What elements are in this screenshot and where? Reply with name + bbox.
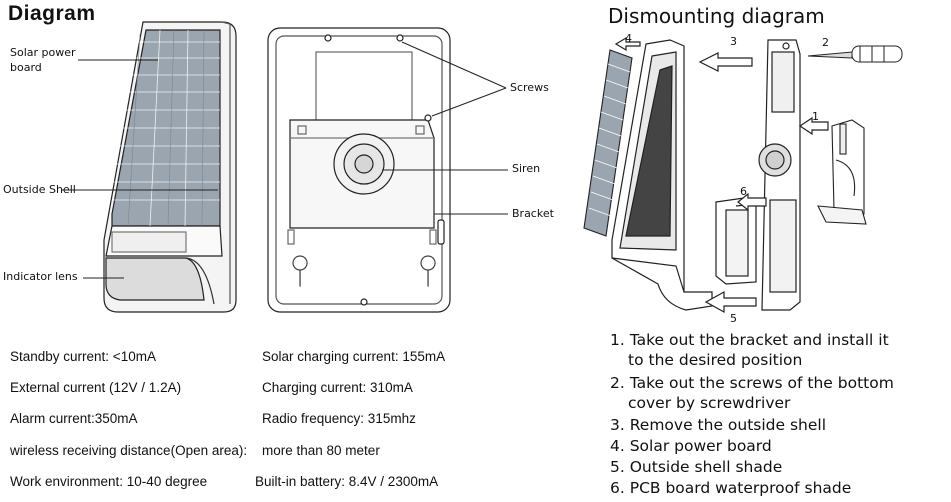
screwdriver: [807, 45, 903, 63]
callout-5: 5: [730, 312, 737, 325]
step-6: 6. PCB board waterproof shade: [610, 479, 852, 497]
label-indicator-lens: Indicator lens: [3, 270, 78, 283]
pcb-shade-part: [715, 197, 757, 285]
arrows: [614, 36, 829, 314]
step-2-line1: 2. Take out the screws of the bottom: [610, 374, 894, 392]
outside-shell-part: [611, 39, 713, 311]
spec-standby-current: Standby current: <10mA: [10, 349, 156, 364]
label-bracket: Bracket: [512, 207, 554, 220]
label-screws: Screws: [510, 81, 549, 94]
step-1-line2: to the desired position: [628, 351, 803, 369]
callout-3: 3: [730, 35, 737, 48]
dismounting-title: Dismounting diagram: [608, 4, 825, 28]
indicator-lens: [105, 257, 205, 301]
label-solar-power-board-line2: board: [10, 61, 42, 74]
label-solar-power-board-line1: Solar power: [10, 46, 76, 59]
bracket-part: [817, 119, 867, 225]
label-outside-shell: Outside Shell: [3, 183, 76, 196]
callout-1: 1: [812, 110, 819, 123]
label-siren: Siren: [512, 162, 541, 175]
spec-solar-charging-current: Solar charging current: 155mA: [262, 349, 446, 364]
spec-radio-frequency: Radio frequency: 315mhz: [262, 411, 416, 426]
spec-receiving-distance: wireless receiving distance(Open area):: [10, 443, 248, 458]
back-view-unit: [267, 27, 451, 313]
callout-2: 2: [822, 36, 829, 49]
diagram-title: Diagram: [8, 2, 96, 25]
spec-work-environment: Work environment: 10-40 degree: [10, 474, 208, 489]
spec-charging-current: Charging current: 310mA: [262, 380, 413, 395]
solar-board-part: [583, 49, 633, 237]
step-1-line1: 1. Take out the bracket and install it: [610, 331, 889, 349]
callout-6: 6: [740, 185, 747, 198]
spec-external-current: External current (12V / 1.2A): [10, 380, 182, 395]
spec-built-in-battery: Built-in battery: 8.4V / 2300mA: [255, 474, 439, 489]
step-5: 5. Outside shell shade: [610, 458, 783, 476]
step-3: 3. Remove the outside shell: [610, 416, 827, 434]
back-plate-part: [758, 39, 801, 311]
step-2-line2: cover by screwdriver: [628, 394, 791, 412]
step-4: 4. Solar power board: [610, 437, 772, 455]
spec-distance-value: more than 80 meter: [262, 443, 380, 458]
callout-4: 4: [625, 32, 632, 45]
spec-alarm-current: Alarm current:350mA: [10, 411, 138, 426]
